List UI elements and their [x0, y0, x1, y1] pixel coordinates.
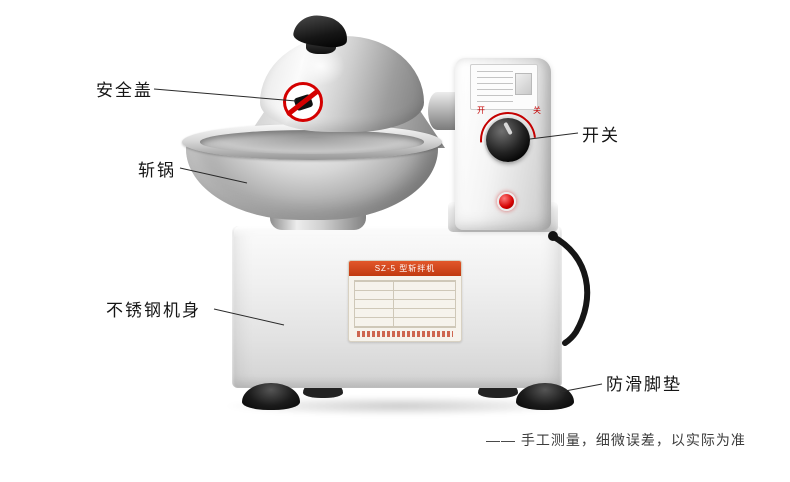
nameplate-footer-stripe — [357, 331, 453, 337]
spec-sticker — [470, 64, 538, 110]
callout-switch: 开关 — [582, 126, 620, 145]
nameplate: SZ-5 型斩拌机 — [348, 260, 462, 342]
callout-chopping-bowl: 斩锅 — [138, 161, 176, 180]
nameplate-spec-table — [354, 280, 456, 328]
callout-stainless-body: 不锈钢机身 — [106, 301, 201, 320]
switch-off-label: 关 — [533, 106, 541, 115]
switch-knob[interactable]: 开 关 — [468, 100, 548, 180]
rubber-foot-front-left — [242, 383, 300, 410]
nameplate-title: SZ-5 型斩拌机 — [349, 261, 461, 276]
power-indicator-light — [497, 192, 516, 211]
ground-shadow — [222, 396, 578, 416]
callout-safety-cover: 安全盖 — [96, 81, 153, 100]
callout-foot-pad: 防滑脚垫 — [606, 375, 682, 394]
measurement-disclaimer: —— 手工测量，细微误差，以实际为准 — [486, 432, 746, 448]
switch-on-label: 开 — [477, 106, 485, 115]
rubber-foot-front-right — [516, 383, 574, 410]
safety-cover-dome — [260, 36, 424, 132]
no-touch-warning-icon — [283, 82, 323, 122]
hand-icon — [293, 93, 314, 112]
motor-housing: 开 关 — [455, 58, 551, 230]
